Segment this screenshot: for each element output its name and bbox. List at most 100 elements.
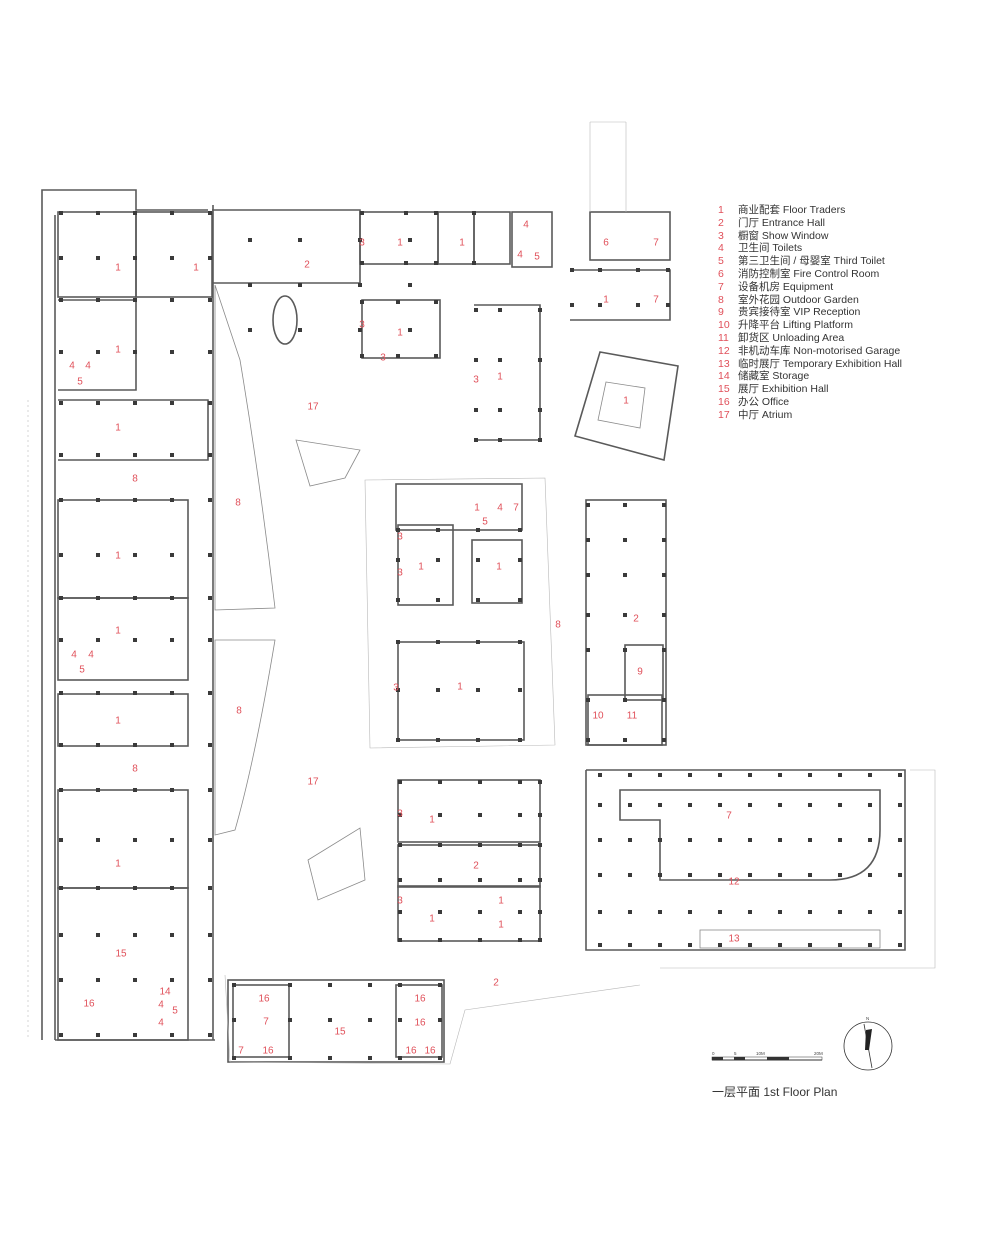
- column-marker: [170, 838, 174, 842]
- column-marker: [436, 528, 440, 532]
- column-marker: [636, 268, 640, 272]
- column-marker: [396, 688, 400, 692]
- column-marker: [623, 503, 627, 507]
- legend-item-number: 13: [718, 357, 730, 370]
- room-label-1: 1: [115, 626, 121, 637]
- column-marker: [96, 838, 100, 842]
- column-marker: [868, 773, 872, 777]
- column-marker: [598, 773, 602, 777]
- room-label-2: 2: [493, 978, 499, 989]
- column-marker: [688, 803, 692, 807]
- column-marker: [658, 873, 662, 877]
- room-label-1: 1: [459, 238, 465, 249]
- column-marker: [808, 943, 812, 947]
- column-marker: [232, 1056, 236, 1060]
- column-marker: [96, 498, 100, 502]
- column-marker: [438, 843, 442, 847]
- column-marker: [474, 358, 478, 362]
- column-marker: [133, 298, 137, 302]
- column-marker: [666, 268, 670, 272]
- column-marker: [518, 738, 522, 742]
- column-marker: [436, 688, 440, 692]
- room-label-12: 12: [728, 877, 740, 888]
- room-label-17: 17: [307, 777, 319, 788]
- column-marker: [396, 640, 400, 644]
- legend-item-number: 2: [718, 216, 724, 229]
- column-marker: [396, 354, 400, 358]
- column-marker: [598, 943, 602, 947]
- column-marker: [298, 328, 302, 332]
- column-marker: [658, 838, 662, 842]
- legend-item-text: 设备机房 Equipment: [738, 280, 834, 293]
- column-marker: [170, 350, 174, 354]
- column-marker: [498, 308, 502, 312]
- column-marker: [133, 1033, 137, 1037]
- column-marker: [570, 303, 574, 307]
- room-label-8: 8: [236, 706, 242, 717]
- column-marker: [288, 1056, 292, 1060]
- column-marker: [748, 773, 752, 777]
- legend-item-number: 16: [718, 395, 730, 408]
- column-marker: [598, 910, 602, 914]
- column-marker: [623, 648, 627, 652]
- column-marker: [96, 638, 100, 642]
- room-label-16: 16: [424, 1046, 436, 1057]
- column-marker: [170, 553, 174, 557]
- room-label-16: 16: [405, 1046, 417, 1057]
- legend-item-text: 卸货区 Unloading Area: [738, 331, 845, 344]
- room-label-1: 1: [498, 920, 504, 931]
- room-label-5: 5: [534, 252, 540, 263]
- column-marker: [898, 773, 902, 777]
- column-marker: [778, 838, 782, 842]
- legend-item-number: 15: [718, 383, 730, 396]
- column-marker: [498, 408, 502, 412]
- column-marker: [436, 598, 440, 602]
- column-marker: [570, 268, 574, 272]
- column-marker: [474, 308, 478, 312]
- column-marker: [248, 283, 252, 287]
- scale-label-10: 10M: [756, 1051, 765, 1056]
- column-marker: [718, 910, 722, 914]
- column-marker: [434, 211, 438, 215]
- column-marker: [658, 910, 662, 914]
- room-label-16: 16: [83, 999, 95, 1010]
- column-marker: [628, 773, 632, 777]
- plan-caption: 一层平面 1st Floor Plan: [712, 1085, 838, 1099]
- room-label-1: 1: [497, 372, 503, 383]
- column-marker: [748, 910, 752, 914]
- room-label-11: 11: [627, 711, 638, 722]
- room-label-8: 8: [555, 620, 561, 631]
- room-label-5: 5: [77, 377, 83, 388]
- column-marker: [478, 813, 482, 817]
- legend-item-text: 贵宾接待室 VIP Reception: [738, 306, 861, 319]
- column-marker: [170, 886, 174, 890]
- legend-item-text: 室外花园 Outdoor Garden: [738, 293, 859, 306]
- room-label-1: 1: [115, 859, 121, 870]
- column-marker: [868, 910, 872, 914]
- column-marker: [598, 873, 602, 877]
- north-arrow-icon: N: [843, 1016, 893, 1071]
- legend-item-number: 10: [718, 319, 730, 332]
- room-label-1: 1: [115, 716, 121, 727]
- room-label-2: 2: [473, 861, 479, 872]
- column-marker: [208, 498, 212, 502]
- room-label-1: 1: [603, 295, 609, 306]
- column-marker: [636, 303, 640, 307]
- column-marker: [133, 886, 137, 890]
- column-marker: [868, 838, 872, 842]
- column-marker: [538, 910, 542, 914]
- column-marker: [688, 873, 692, 877]
- column-marker: [96, 978, 100, 982]
- room-label-4: 4: [158, 1018, 164, 1029]
- legend-item-number: 11: [718, 331, 729, 344]
- column-marker: [538, 780, 542, 784]
- column-marker: [59, 553, 63, 557]
- column-marker: [898, 873, 902, 877]
- column-marker: [170, 498, 174, 502]
- legend-item-number: 12: [718, 344, 730, 357]
- legend-item-text: 办公 Office: [738, 395, 790, 408]
